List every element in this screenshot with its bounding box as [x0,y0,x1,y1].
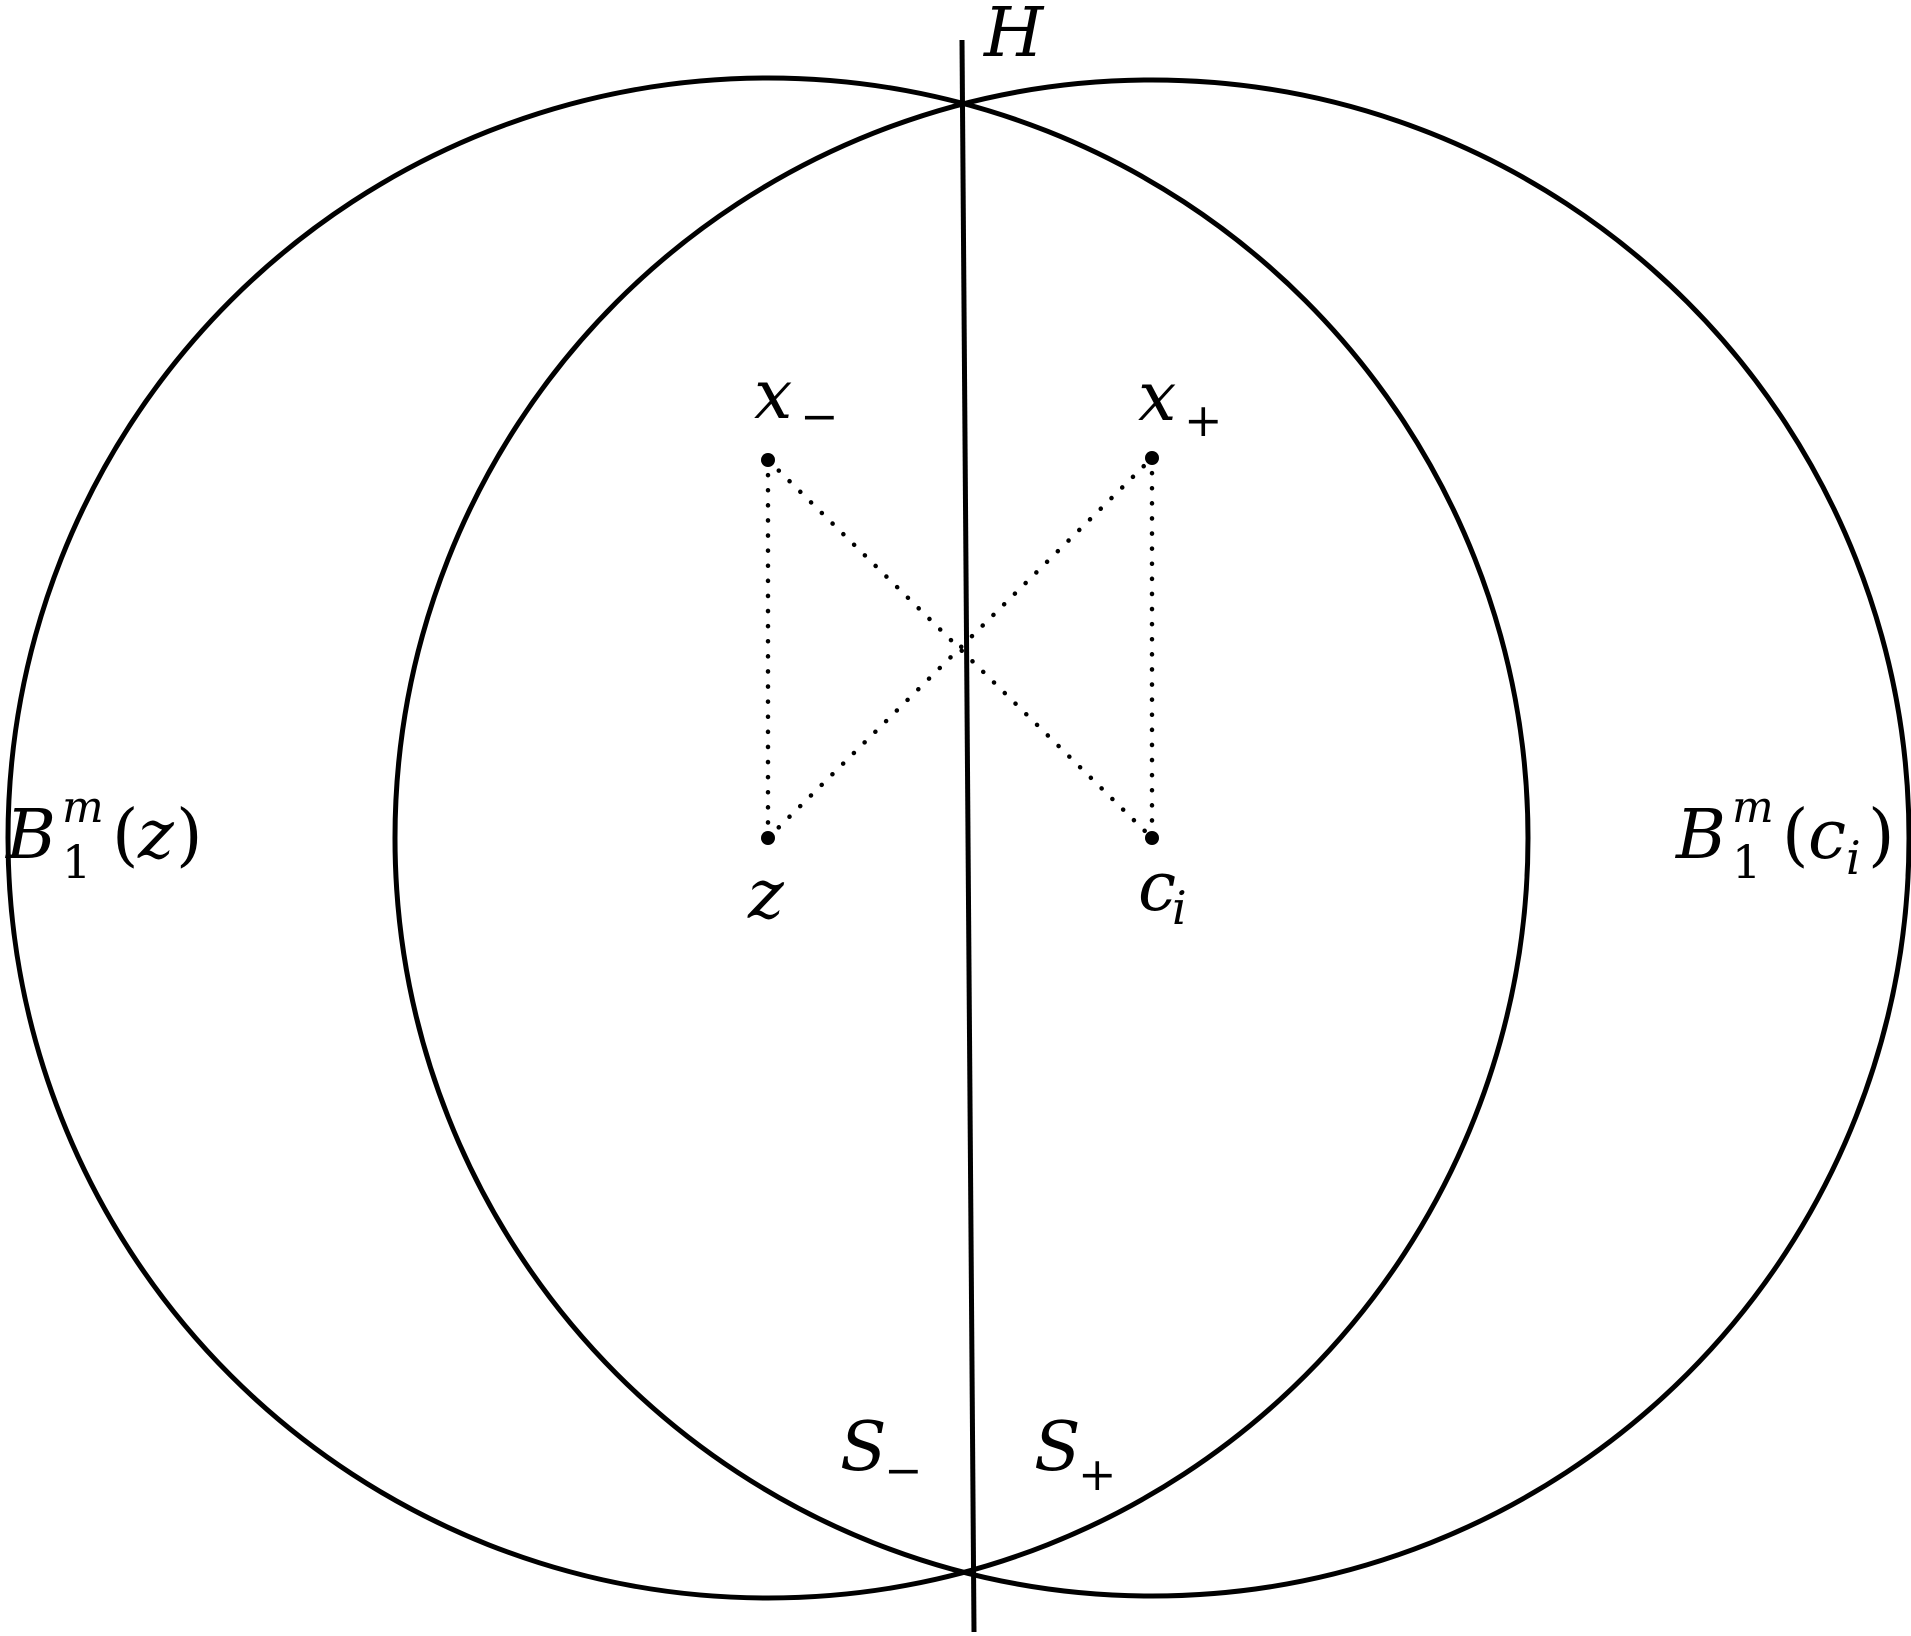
segment-x-minus-ci [765,457,1155,841]
segment-z-x-plus [765,455,1155,841]
point-x-minus [761,453,775,467]
label-x-plus: x + [1138,358,1223,447]
label-s-plus: S + [1034,1408,1117,1501]
label-s-minus: S − [840,1408,923,1497]
label-ci: c i [1138,848,1187,935]
point-z [761,831,775,845]
ball-z-circle [5,75,1531,1601]
label-x-minus: x − [754,356,839,443]
label-hyperplane: H [982,0,1045,73]
label-z: z [747,856,785,935]
label-ball-z: B m 1 ( z ) [4,782,203,889]
point-x-plus [1145,451,1159,465]
label-ball-ci: B m 1 ( c i ) [1674,782,1895,889]
hyperplane-line [959,39,977,1633]
point-ci [1145,831,1159,845]
ball-ci-circle [392,77,1911,1599]
